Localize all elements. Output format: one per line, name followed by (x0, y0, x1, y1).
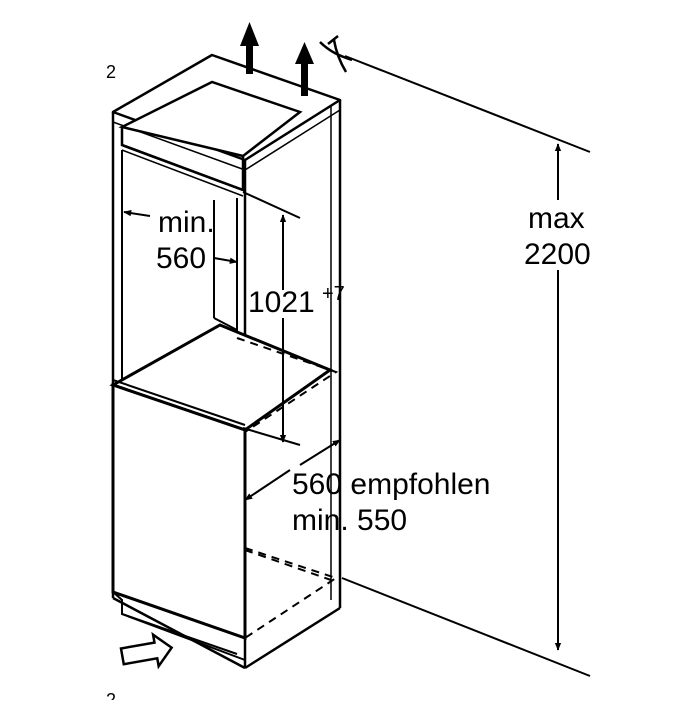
max-height-label-line2: 2200 (524, 238, 591, 271)
up-arrow-icon-2 (295, 42, 314, 96)
max-height-label-line1: max (528, 202, 585, 235)
cabinet-bottom-right-edge (244, 606, 341, 670)
width-dimension (123, 209, 238, 270)
niche-height-tolerance: +7 (322, 283, 345, 305)
width-label-line2: 560 (156, 242, 206, 275)
figure-number-top: 2 (106, 62, 116, 82)
ceiling-symbol-icon (319, 35, 353, 73)
depth-dimension (244, 439, 341, 501)
right-arrow-icon (119, 631, 174, 670)
width-label-line1: min. (158, 206, 215, 239)
depth-label-line1: 560 empfohlen (292, 468, 491, 501)
figure-number-bottom: 2 (106, 690, 116, 700)
plinth-opening (112, 591, 246, 661)
dashed-shelves (236, 337, 339, 639)
up-arrow-icon (240, 22, 259, 74)
niche-height-label: 1021 (248, 286, 315, 319)
max-height-dimension (341, 55, 591, 677)
niche-height-dimension (242, 191, 301, 446)
depth-label-line2: min. 550 (292, 504, 407, 537)
upper-opening (118, 80, 303, 197)
